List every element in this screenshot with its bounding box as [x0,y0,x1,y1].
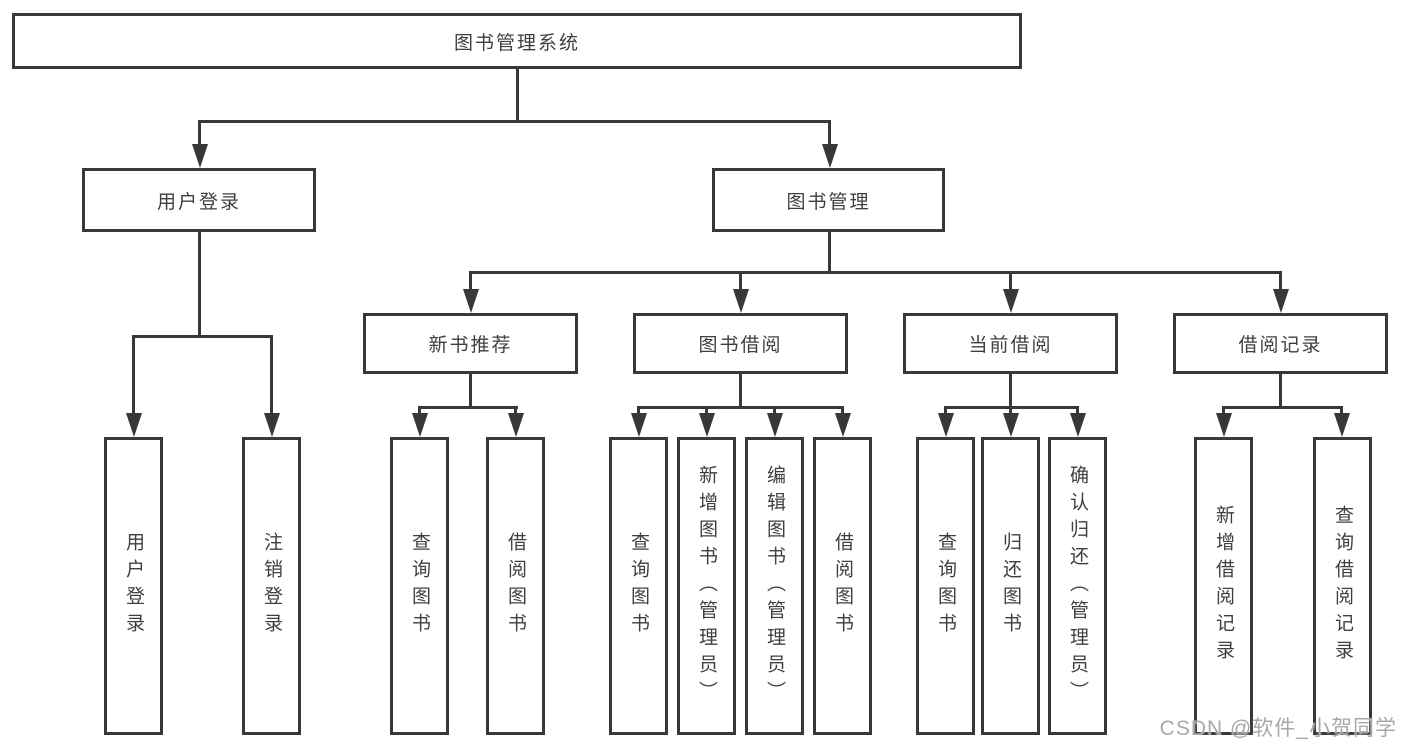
connector-line [198,120,201,146]
leaf-return-books: 归还图书 [981,437,1040,735]
connector-line [828,232,831,271]
arrow-down-icon [463,289,479,313]
leaf-confirm-return-admin: 确认归还（管理员） [1048,437,1107,735]
leaf-user-login: 用户登录 [104,437,163,735]
connector-line [828,120,831,146]
node-book-borrow: 图书借阅 [633,313,848,374]
connector-line [469,374,472,406]
connector-line [418,406,518,409]
connector-line [198,120,831,123]
connector-line [1222,406,1225,415]
arrow-down-icon [126,413,142,437]
connector-line [270,335,273,413]
connector-line [773,406,776,415]
arrow-down-icon [264,413,280,437]
connector-line [132,335,135,413]
arrow-down-icon [631,413,647,437]
connector-line [1222,406,1343,409]
arrow-down-icon [1216,413,1232,437]
node-new-book-recommend: 新书推荐 [363,313,578,374]
connector-line [944,406,947,415]
connector-line [637,406,844,409]
arrow-down-icon [1003,289,1019,313]
arrow-down-icon [733,289,749,313]
connector-line [198,232,201,335]
node-user-login: 用户登录 [82,168,316,232]
connector-line [1279,374,1282,406]
connector-line [1009,271,1012,291]
connector-line [1009,374,1012,406]
arrow-down-icon [822,144,838,168]
leaf-add-borrow-record: 新增借阅记录 [1194,437,1253,735]
leaf-borrow-books: 借阅图书 [813,437,872,735]
arrow-down-icon [835,413,851,437]
node-current-borrow: 当前借阅 [903,313,1118,374]
connector-line [1076,406,1079,415]
node-book-management: 图书管理 [712,168,945,232]
connector-line [705,406,708,415]
arrow-down-icon [1334,413,1350,437]
connector-line [469,271,472,291]
arrow-down-icon [1273,289,1289,313]
arrow-down-icon [767,413,783,437]
connector-line [132,335,273,338]
arrow-down-icon [1070,413,1086,437]
connector-line [637,406,640,415]
leaf-query-books-recommend: 查询图书 [390,437,449,735]
arrow-down-icon [192,144,208,168]
connector-line [469,271,1281,274]
connector-line [1340,406,1343,415]
leaf-logout: 注销登录 [242,437,301,735]
leaf-query-books-current: 查询图书 [916,437,975,735]
leaf-edit-books-admin: 编辑图书（管理员） [745,437,804,735]
connector-line [1279,271,1282,291]
node-borrow-records: 借阅记录 [1173,313,1388,374]
connector-line [739,271,742,291]
arrow-down-icon [412,413,428,437]
connector-line [739,374,742,406]
node-root-library-system: 图书管理系统 [12,13,1022,69]
arrow-down-icon [938,413,954,437]
arrow-down-icon [508,413,524,437]
leaf-borrow-books-recommend: 借阅图书 [486,437,545,735]
leaf-add-books-admin: 新增图书（管理员） [677,437,736,735]
leaf-query-borrow-record: 查询借阅记录 [1313,437,1372,735]
connector-line [418,406,421,415]
leaf-query-books-borrow: 查询图书 [609,437,668,735]
connector-line [514,406,517,415]
csdn-watermark: CSDN @软件_小贺同学 [1159,717,1397,740]
connector-line [1009,406,1012,415]
connector-line [516,69,519,120]
arrow-down-icon [1003,413,1019,437]
connector-line [841,406,844,415]
arrow-down-icon [699,413,715,437]
